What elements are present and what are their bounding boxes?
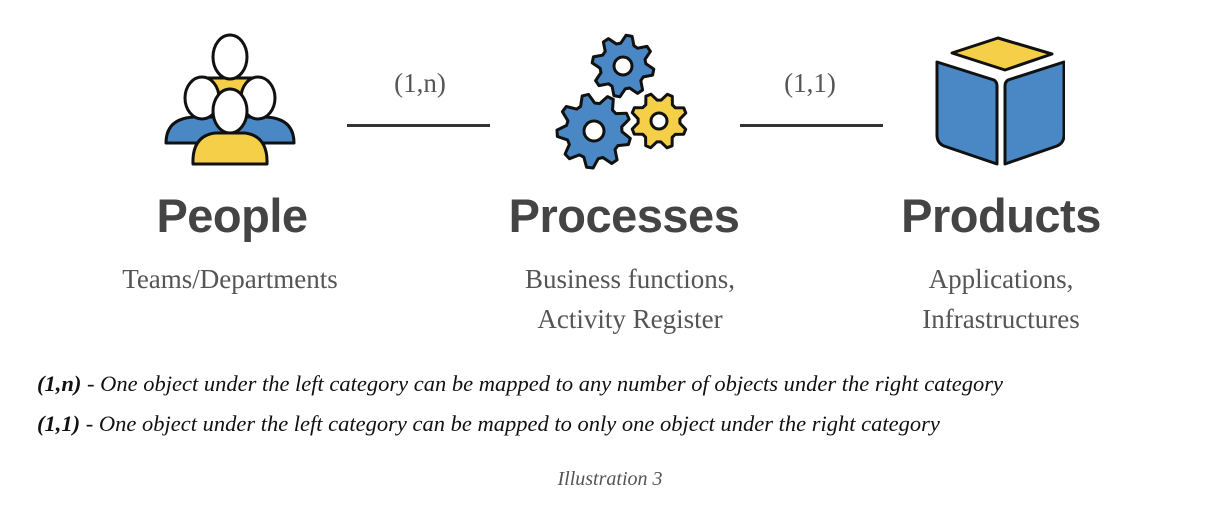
node-title-people: People — [156, 189, 308, 242]
relation-line-2 — [740, 124, 883, 127]
relation-line-1 — [347, 124, 490, 127]
legend-item-1n: (1,n) - One object under the left catego… — [37, 371, 1003, 397]
subtitle-line: Applications, — [928, 264, 1074, 294]
figure-caption: Illustration 3 — [557, 468, 663, 490]
gear-large — [555, 92, 632, 170]
gears-icon — [555, 33, 688, 170]
node-subtitle-people: Teams/Departments — [50, 259, 410, 299]
subtitle-line: Teams/Departments — [122, 264, 338, 294]
subtitle-line: Infrastructures — [922, 304, 1080, 334]
node-title-products: Products — [901, 189, 1101, 242]
legend-key: (1,n) — [37, 371, 82, 396]
node-subtitle-products: Applications, Infrastructures — [821, 259, 1181, 339]
subtitle-line: Business functions, — [524, 264, 735, 294]
legend-item-11: (1,1) - One object under the left catego… — [37, 411, 940, 437]
gear-top — [590, 33, 656, 99]
relation-label-1: (1,n) — [394, 68, 446, 98]
gear-yellow — [630, 92, 688, 150]
people-icon — [164, 33, 296, 166]
legend-text: - One object under the left category can… — [80, 411, 940, 436]
legend-text: - One object under the left category can… — [81, 371, 1004, 396]
cube-icon — [935, 36, 1065, 166]
subtitle-line: Activity Register — [537, 304, 723, 334]
node-subtitle-processes: Business functions, Activity Register — [450, 259, 810, 339]
node-title-processes: Processes — [508, 189, 740, 242]
relation-label-2: (1,1) — [784, 68, 836, 98]
legend-key: (1,1) — [37, 411, 81, 436]
